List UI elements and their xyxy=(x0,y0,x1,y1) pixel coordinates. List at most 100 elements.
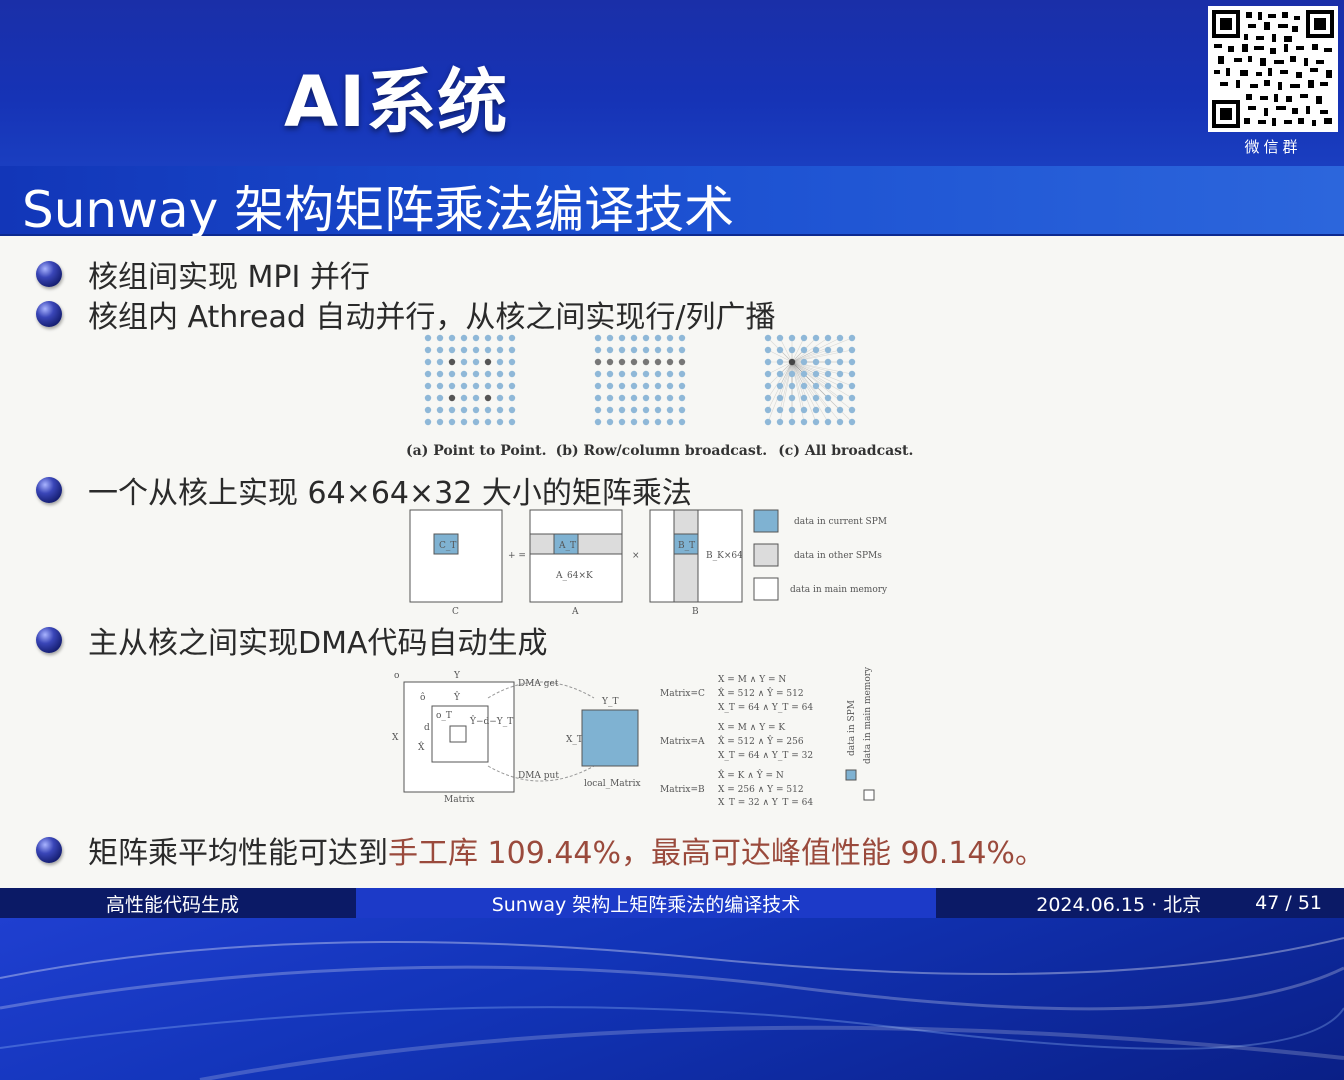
processor-node xyxy=(508,418,516,426)
processor-node xyxy=(630,406,638,414)
processor-node xyxy=(848,358,856,366)
processor-node xyxy=(630,370,638,378)
processor-node xyxy=(448,406,456,414)
processor-node xyxy=(642,346,650,354)
processor-node xyxy=(812,394,820,402)
processor-node xyxy=(618,334,626,342)
qr-label: 微信群 xyxy=(1244,138,1302,156)
processor-node xyxy=(776,394,784,402)
processor-node xyxy=(472,370,480,378)
processor-node xyxy=(788,382,796,390)
processor-node xyxy=(848,382,856,390)
bullet-matmul: 一个从核上实现 64×64×32 大小的矩阵乘法 xyxy=(36,468,692,512)
qr-code xyxy=(1208,6,1338,132)
processor-node xyxy=(836,394,844,402)
processor-node xyxy=(836,358,844,366)
processor-node xyxy=(776,382,784,390)
legend-current-spm: data in current SPM xyxy=(794,517,887,527)
dma-x: X xyxy=(392,733,399,743)
processor-node xyxy=(424,346,432,354)
processor-node xyxy=(594,394,602,402)
processor-node xyxy=(618,418,626,426)
processor-node xyxy=(424,406,432,414)
processor-node xyxy=(848,394,856,402)
processor-node xyxy=(788,394,796,402)
processor-node xyxy=(496,346,504,354)
processor-node xyxy=(496,334,504,342)
processor-node xyxy=(800,370,808,378)
processor-node xyxy=(484,346,492,354)
processor-node xyxy=(788,418,796,426)
processor-node xyxy=(836,346,844,354)
legend-data-spm: data in SPM xyxy=(847,700,857,756)
processor-node xyxy=(836,370,844,378)
footer-date: 2024.06.15 · 北京 xyxy=(1036,893,1202,916)
processor-node xyxy=(436,406,444,414)
processor-node xyxy=(642,334,650,342)
processor-node xyxy=(848,346,856,354)
dma-yt: Y_T xyxy=(601,697,618,707)
processor-node xyxy=(618,358,626,366)
dma-put: DMA put xyxy=(518,771,559,781)
bullet-text-highlight: 手工库 109.44%，最高可达峰值性能 90.14%。 xyxy=(388,836,1045,871)
processor-node xyxy=(800,346,808,354)
a-dim: A_64×K xyxy=(555,571,593,581)
processor-node xyxy=(496,418,504,426)
processor-node xyxy=(472,406,480,414)
processor-node xyxy=(460,346,468,354)
processor-node xyxy=(424,358,432,366)
processor-node xyxy=(460,382,468,390)
processor-node xyxy=(424,394,432,402)
broadcast-link xyxy=(779,361,793,387)
broadcast-link xyxy=(791,361,805,399)
processor-node xyxy=(666,358,674,366)
footer-section: 高性能代码生成 xyxy=(0,888,356,918)
bullet-text: 核组内 Athread 自动并行，从核之间实现行/列广播 xyxy=(88,300,776,335)
processor-node xyxy=(642,418,650,426)
eq-a-1: X = M ∧ Y = K xyxy=(718,723,785,733)
footer-bar: 高性能代码生成 Sunway 架构上矩阵乘法的编译技术 2024.06.15 ·… xyxy=(0,888,1344,918)
broadcast-link xyxy=(791,337,805,363)
broadcast-figure: (a) Point to Point. (b) Row/column broad… xyxy=(400,332,913,462)
eq-b-3: X_T = 32 ∧ Y_T = 64 xyxy=(718,798,813,806)
broadcast-link xyxy=(791,361,817,399)
processor-node xyxy=(812,370,820,378)
processor-node xyxy=(508,346,516,354)
processor-node xyxy=(776,370,784,378)
processor-node xyxy=(678,418,686,426)
dma-d: d xyxy=(424,723,430,733)
processor-node xyxy=(824,358,832,366)
broadcast-link xyxy=(791,361,853,399)
processor-node xyxy=(848,406,856,414)
bullet-text: 一个从核上实现 64×64×32 大小的矩阵乘法 xyxy=(88,476,692,511)
processor-node xyxy=(666,418,674,426)
processor-node xyxy=(436,346,444,354)
processor-node xyxy=(448,370,456,378)
broadcast-link xyxy=(791,349,841,363)
slide-title: Sunway 架构矩阵乘法编译技术 xyxy=(22,181,735,239)
processor-node xyxy=(776,418,784,426)
processor-node xyxy=(824,418,832,426)
dma-xt: X_T xyxy=(566,735,583,745)
processor-node xyxy=(436,370,444,378)
eq-c-1: X = M ∧ Y = N xyxy=(718,675,786,685)
processor-node xyxy=(508,358,516,366)
broadcast-link xyxy=(791,361,829,399)
processor-node xyxy=(678,346,686,354)
broadcast-link xyxy=(767,349,793,363)
processor-node xyxy=(824,394,832,402)
processor-node xyxy=(836,406,844,414)
eq-a-3: X_T = 64 ∧ Y_T = 32 xyxy=(718,751,813,761)
processor-node xyxy=(460,418,468,426)
processor-node xyxy=(824,370,832,378)
processor-node xyxy=(594,382,602,390)
processor-node xyxy=(448,358,456,366)
top-banner: AI系统 微信群 xyxy=(0,0,1344,166)
slide-content: 核组间实现 MPI 并行 核组内 Athread 自动并行，从核之间实现行/列广… xyxy=(0,236,1344,888)
broadcast-link xyxy=(791,361,853,387)
processor-node xyxy=(800,418,808,426)
legend-data-main: data in main memory xyxy=(863,666,873,764)
processor-node xyxy=(424,370,432,378)
processor-node xyxy=(618,406,626,414)
processor-node xyxy=(606,394,614,402)
